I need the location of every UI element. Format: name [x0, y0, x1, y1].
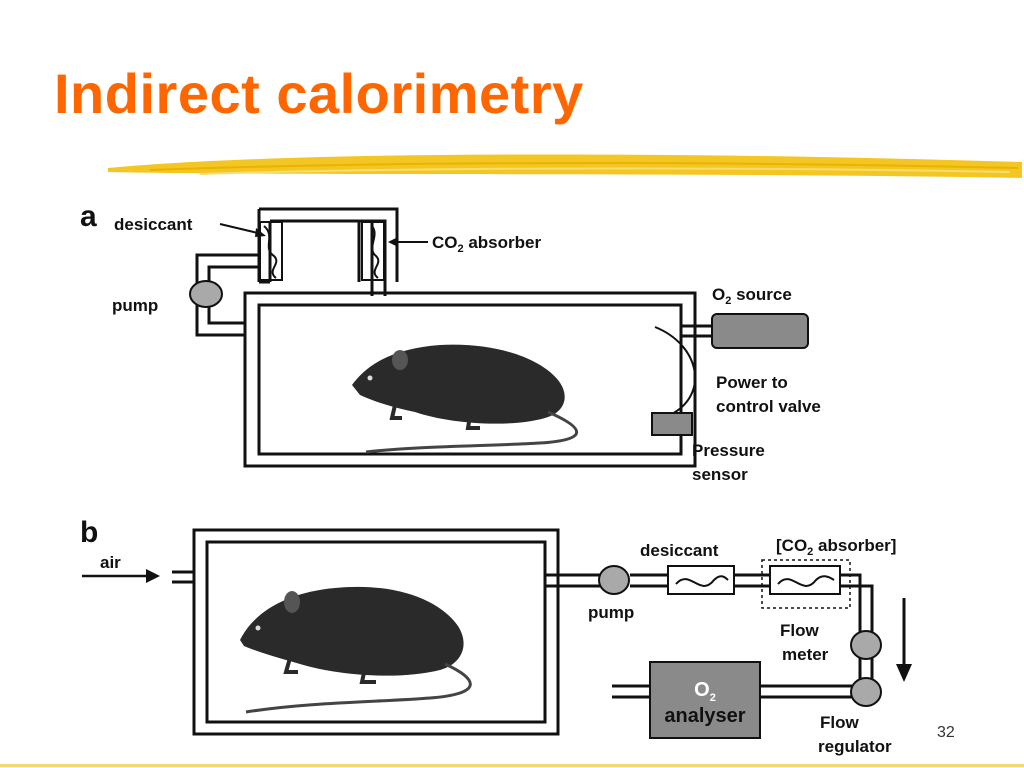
- label-pressure-line1: Pressure: [692, 441, 765, 460]
- label-desiccant-b: desiccant: [640, 541, 719, 560]
- co2-absorber-b: [761, 559, 851, 609]
- label-flow-regulator-line1: Flow: [820, 713, 859, 732]
- panel-b: b air: [80, 516, 912, 756]
- title-underline: [108, 154, 1022, 178]
- pointer-desiccant-a: [219, 223, 263, 235]
- power-cable: [654, 326, 696, 416]
- o2-analyser: [649, 661, 761, 739]
- pump-a: [189, 280, 223, 308]
- desiccant-b: [667, 565, 735, 595]
- o2-source: [681, 313, 809, 349]
- bottom-rule: [0, 764, 1024, 767]
- pressure-sensor: [651, 412, 693, 436]
- panel-a-letter: a: [80, 200, 97, 233]
- label-co2-absorber-a: CO2 absorber: [432, 233, 541, 255]
- label-pump-a: pump: [112, 296, 158, 315]
- label-flow-meter-line2: meter: [782, 645, 829, 664]
- desiccant-a: [259, 221, 283, 281]
- panel-a: a: [80, 200, 821, 484]
- panel-b-letter: b: [80, 516, 98, 549]
- label-desiccant-a: desiccant: [114, 215, 193, 234]
- label-flow-regulator-line2: regulator: [818, 737, 892, 756]
- flow-meter: [850, 630, 882, 660]
- pump-b: [598, 565, 630, 595]
- label-o2-source: O2 source: [712, 285, 792, 307]
- label-pressure-line2: sensor: [692, 465, 748, 484]
- slide-title: Indirect calorimetry: [54, 62, 584, 125]
- label-co2-absorber-b: [CO2 absorber]: [776, 536, 896, 558]
- co2-absorber-a: [361, 221, 385, 281]
- rat-b: [240, 586, 472, 714]
- analyser-line2: analyser: [664, 705, 745, 727]
- flow-regulator: [850, 677, 882, 707]
- analyser-line1: O2: [694, 679, 716, 704]
- page-number: 32: [937, 724, 955, 741]
- rat-a: [352, 344, 578, 454]
- label-power-line2: control valve: [716, 397, 821, 416]
- label-air: air: [100, 553, 121, 572]
- chamber-b: [192, 528, 560, 736]
- label-flow-meter-line1: Flow: [780, 621, 819, 640]
- label-pump-b: pump: [588, 603, 634, 622]
- label-power-line1: Power to: [716, 373, 788, 392]
